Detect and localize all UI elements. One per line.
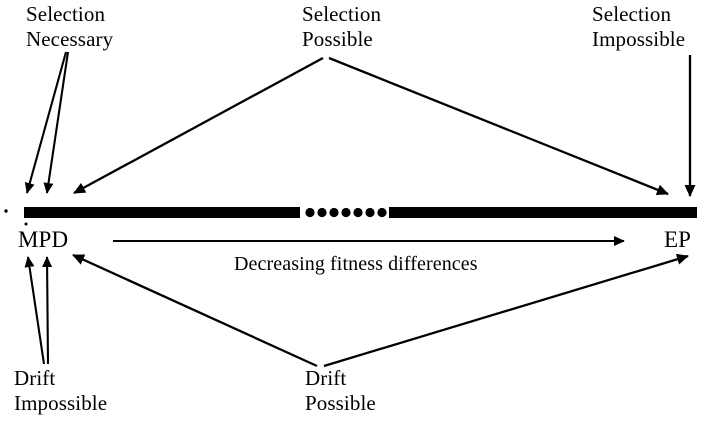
label-decreasing-fitness-differences: Decreasing fitness differences [234,253,478,275]
arrow-drift-possible-left [72,253,318,368]
arrow-selection-necessary-group [24,51,70,194]
label-endpoint-ep: EP [664,227,692,252]
label-selection-necessary: Selection Necessary [26,2,114,51]
arrow-drift-impossible-2 [42,256,53,365]
label-selection-possible: Selection Possible [302,2,382,51]
label-endpoint-mpd: MPD [18,227,69,252]
arrow-selection-necessary-1 [24,51,68,194]
arrow-selection-possible-group [73,56,669,196]
stray-dot-left [4,209,8,213]
stray-dot-under-bar [24,222,28,226]
arrow-drift-impossible-group [24,256,53,365]
arrow-selection-necessary-2 [43,51,70,194]
arrow-selection-possible-left [73,56,324,195]
label-drift-impossible: Drift Impossible [14,366,108,415]
arrow-drift-impossible-1 [24,256,46,365]
arrow-drift-possible-group [72,253,689,368]
label-selection-impossible: Selection Impossible [592,2,686,51]
continuum-bar-left-segment [24,207,300,218]
arrow-drift-possible-right [323,253,689,368]
continuum-bar-right-segment [389,207,697,218]
label-drift-possible: Drift Possible [305,366,376,415]
arrow-selection-possible-right [328,56,669,196]
continuum-bar-dotted-gap [305,207,387,218]
